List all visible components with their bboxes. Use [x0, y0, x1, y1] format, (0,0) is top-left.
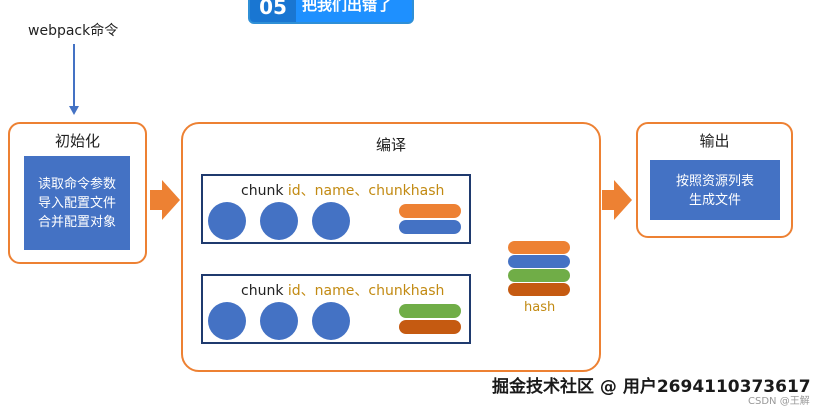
chunk-word-1: chunk: [241, 183, 284, 199]
init-box-title: 初始化: [54, 132, 100, 150]
badge-number: 05: [250, 0, 296, 22]
init-step-3: 合并配置对象: [37, 215, 116, 230]
chunk-label-2: chunk id、name、chunkhash: [241, 280, 444, 300]
module-circle: [208, 302, 246, 340]
chunk-fields-2: id、name、chunkhash: [287, 283, 445, 299]
init-step-1: 读取命令参数: [37, 177, 116, 192]
hash-blue-pill: [508, 255, 570, 268]
init-steps-block: 读取命令参数 导入配置文件 合并配置对象: [24, 156, 130, 250]
output-step-2: 生成文件: [688, 193, 741, 208]
watermark-sub: CSDN @王解: [748, 396, 810, 407]
compile-box: 编译 chunk id、name、chunkhash chunk id、name…: [181, 122, 601, 372]
hash-dark-orange-pill: [508, 283, 570, 296]
chunk-word-2: chunk: [241, 283, 284, 299]
top-badge: 05 把我们出错了: [248, 0, 414, 24]
init-box: 初始化 读取命令参数 导入配置文件 合并配置对象: [8, 122, 147, 264]
output-box: 输出 按照资源列表 生成文件: [636, 122, 793, 238]
chunk-label-1: chunk id、name、chunkhash: [241, 180, 444, 200]
chunk-box-2: chunk id、name、chunkhash: [201, 274, 471, 344]
module-circle: [312, 202, 350, 240]
command-down-arrow-head: [69, 106, 79, 115]
init-to-compile-arrow: [150, 180, 180, 220]
module-circle: [208, 202, 246, 240]
chunk-box-1: chunk id、name、chunkhash: [201, 174, 471, 244]
dark-orange-pill: [399, 320, 461, 334]
badge-text: 把我们出错了: [302, 0, 393, 14]
webpack-command-label: webpack命令: [28, 23, 119, 39]
hash-orange-pill: [508, 241, 570, 254]
hash-label: hash: [524, 300, 556, 315]
module-circle: [312, 302, 350, 340]
module-circle: [260, 202, 298, 240]
compile-to-output-arrow: [602, 180, 632, 220]
hash-green-pill: [508, 269, 570, 282]
green-pill: [399, 304, 461, 318]
output-box-title: 输出: [699, 132, 730, 150]
watermark: 掘金技术社区 @ 用户2694110373617: [492, 377, 811, 397]
compile-box-title: 编译: [375, 136, 406, 154]
output-step-1: 按照资源列表: [675, 174, 754, 189]
chunk-fields-1: id、name、chunkhash: [287, 183, 445, 199]
blue-pill: [399, 220, 461, 234]
output-steps-block: 按照资源列表 生成文件: [650, 160, 780, 220]
orange-pill: [399, 204, 461, 218]
module-circle: [260, 302, 298, 340]
init-step-2: 导入配置文件: [37, 196, 116, 211]
